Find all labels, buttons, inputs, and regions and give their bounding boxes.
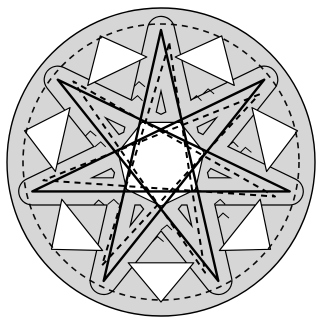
knot-figure: [0, 0, 322, 320]
